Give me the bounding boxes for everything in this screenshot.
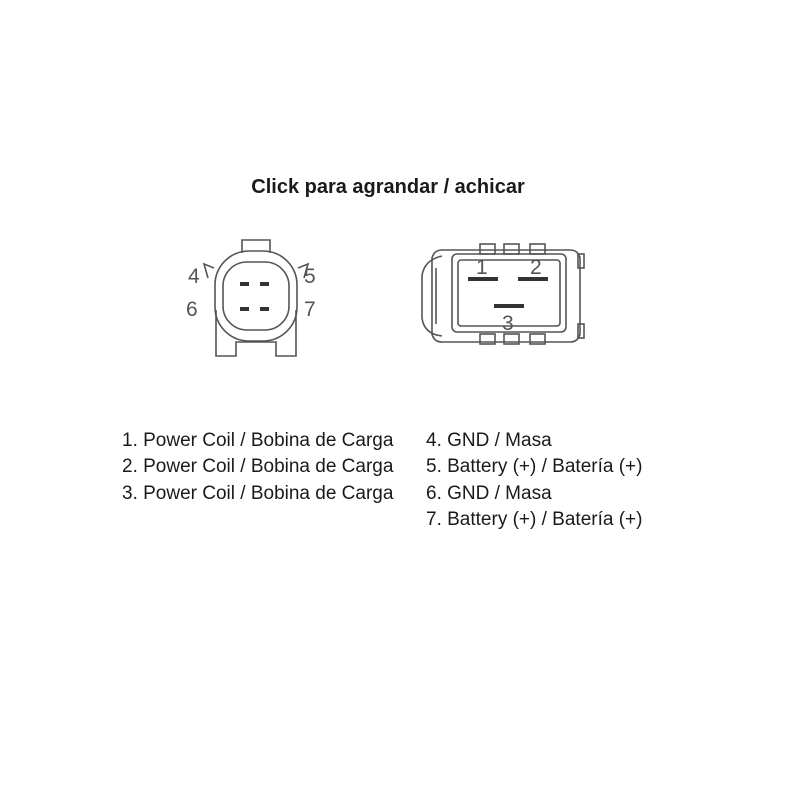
legend-item-2: 2. Power Coil / Bobina de Carga (122, 456, 394, 478)
pin-label-2: 2 (530, 256, 542, 279)
pin-3-blade (494, 304, 524, 308)
pin-label-5: 5 (304, 265, 316, 288)
legend-item-4: 4. GND / Masa (426, 430, 552, 451)
pin-label-1: 1 (476, 256, 488, 279)
legend-item-3: 3. Power Coil / Bobina de Carga (122, 482, 394, 504)
pin-4-contact (240, 282, 249, 286)
zoom-toggle-title[interactable]: Click para agrandar / achicar (251, 176, 525, 198)
small-connector-body (202, 239, 310, 357)
pin-6-contact (240, 307, 249, 311)
pin-7-contact (260, 307, 269, 311)
pin-label-4: 4 (188, 265, 200, 288)
legend-item-6: 6. GND / Masa (426, 482, 552, 504)
large-connector-pins (468, 277, 548, 308)
legend-item-5: 5. Battery (+) / Batería (+) (426, 456, 643, 478)
pin-2-blade (518, 277, 548, 281)
legend-item-1: 1. Power Coil / Bobina de Carga (122, 430, 394, 451)
large-connector-body (421, 243, 585, 345)
large-connector-diagram: 1 2 3 (421, 243, 585, 345)
legend-right-column: 4. GND / Masa 5. Battery (+) / Batería (… (426, 428, 642, 533)
pin-label-6: 6 (186, 298, 198, 321)
pin-label-3: 3 (502, 312, 514, 335)
small-connector-diagram: 4 5 6 7 (186, 239, 316, 357)
small-connector-pins (240, 282, 269, 311)
legend-left-column: 1. Power Coil / Bobina de Carga 2. Power… (122, 428, 393, 507)
pin-1-blade (468, 277, 498, 281)
pin-label-7: 7 (304, 298, 316, 321)
pin-5-contact (260, 282, 269, 286)
legend-item-7: 7. Battery (+) / Batería (+) (426, 508, 643, 530)
